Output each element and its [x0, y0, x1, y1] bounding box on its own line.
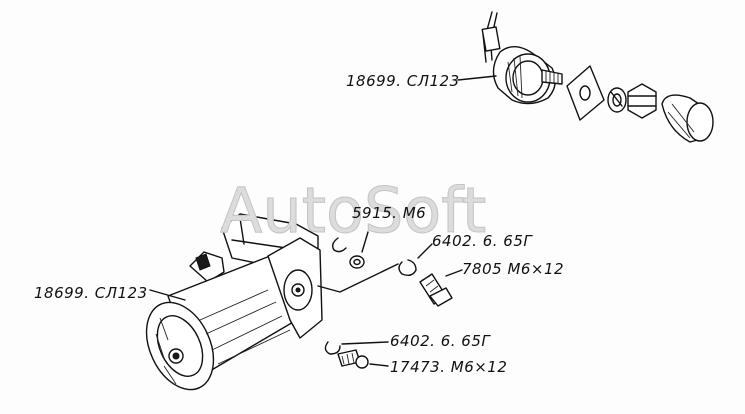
watermark: AutoSoft [220, 174, 486, 247]
label-switch: 18699. СЛ123 [346, 72, 460, 90]
motor-assembly [145, 213, 399, 391]
switch-assembly [457, 11, 714, 143]
label-bolt-upper: 7805 М6×12 [462, 260, 564, 278]
label-washer-upper: 6402. 6. 65Г [432, 232, 533, 250]
label-spring-washer: 5915. М6 [352, 204, 426, 222]
fasteners [324, 231, 463, 369]
label-washer-lower: 6402. 6. 65Г [390, 332, 491, 350]
label-motor: 18699. СЛ123 [34, 284, 148, 302]
label-bolt-lower: 17473. М6×12 [390, 358, 507, 376]
